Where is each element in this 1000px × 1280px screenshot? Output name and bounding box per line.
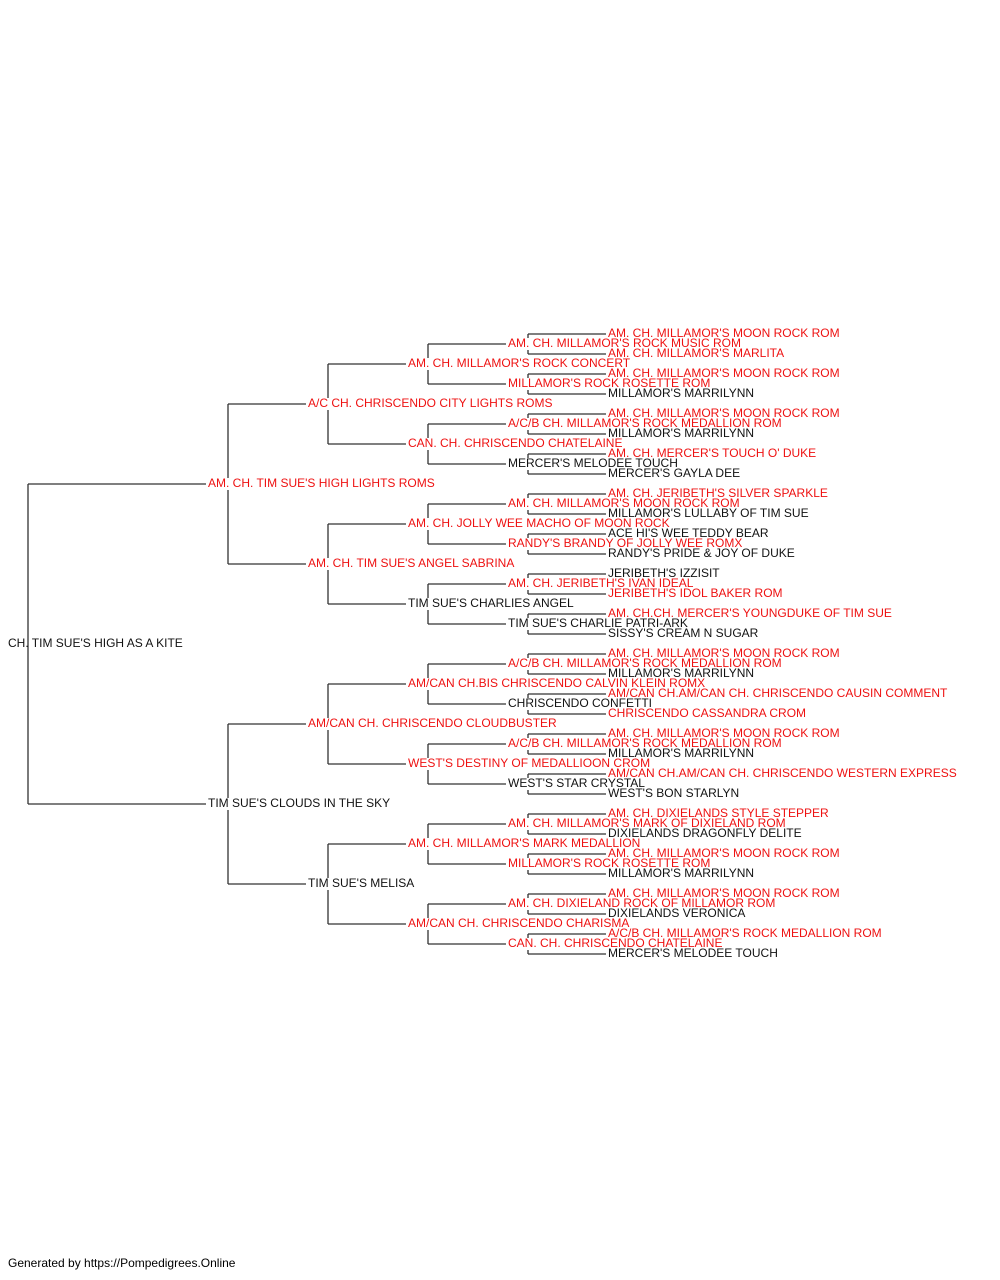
dog-name-gen4: WEST'S STAR CRYSTAL — [508, 776, 645, 790]
pedigree-labels: CH. TIM SUE'S HIGH AS A KITE AM. CH. TIM … — [8, 326, 957, 960]
dog-name-gen5: MERCER'S MELODEE TOUCH — [608, 946, 778, 960]
dog-name-gen4: AM. CH. MILLAMOR'S MARK OF DIXIELAND ROM — [508, 816, 786, 830]
dog-name-gen5: JERIBETH'S IDOL BAKER ROM — [608, 586, 783, 600]
dog-name-gen4: CHRISCENDO CONFETTI — [508, 696, 652, 710]
dog-name-gen4: AM. CH. MILLAMOR'S ROCK MUSIC ROM — [508, 336, 741, 350]
connector-lines — [27, 333, 606, 955]
dog-name-gen5: AM/CAN CH.AM/CAN CH. CHRISCENDO CAUSIN C… — [608, 686, 948, 700]
footer-credit: Generated by https://Pompedigrees.Online — [8, 1256, 236, 1270]
dog-name-gen5: MILLAMOR'S MARRILYNN — [608, 386, 754, 400]
dog-name-gen3: AM/CAN CH.BIS CHRISCENDO CALVIN KLEIN RO… — [408, 676, 705, 690]
dog-name-gen5: MILLAMOR'S MARRILYNN — [608, 866, 754, 880]
dog-name-gen5: MERCER'S GAYLA DEE — [608, 466, 740, 480]
dog-name-gen5: RANDY'S PRIDE & JOY OF DUKE — [608, 546, 795, 560]
dog-name-gen3: AM. CH. JOLLY WEE MACHO OF MOON ROCK — [408, 516, 670, 530]
dog-name-gen4: A/C/B CH. MILLAMOR'S ROCK MEDALLION ROM — [508, 736, 782, 750]
dog-name-gen5: CHRISCENDO CASSANDRA CROM — [608, 706, 806, 720]
dog-name-gen3: AM/CAN CH. CHRISCENDO CHARISMA — [408, 916, 629, 930]
dog-name-gen4: A/C/B CH. MILLAMOR'S ROCK MEDALLION ROM — [508, 656, 782, 670]
dog-name-gen2: AM. CH. TIM SUE'S ANGEL SABRINA — [308, 556, 514, 570]
dog-name-gen5: AM. CH. JERIBETH'S SILVER SPARKLE — [608, 486, 828, 500]
dog-name-gen5: AM. CH. MILLAMOR'S MARLITA — [608, 346, 784, 360]
dog-name-gen4: MERCER'S MELODEE TOUCH — [508, 456, 678, 470]
dog-name-gen2: AM/CAN CH. CHRISCENDO CLOUDBUSTER — [308, 716, 557, 730]
dog-name-gen5: DIXIELANDS VERONICA — [608, 906, 745, 920]
dog-name-gen3: AM. CH. MILLAMOR'S MARK MEDALLION — [408, 836, 640, 850]
dog-name-gen4: A/C/B CH. MILLAMOR'S ROCK MEDALLION ROM — [508, 416, 782, 430]
dog-name-gen5: SISSY'S CREAM N SUGAR — [608, 626, 759, 640]
dog-name-gen2: TIM SUE'S MELISA — [308, 876, 414, 890]
dog-name-gen4: AM. CH. JERIBETH'S IVAN IDEAL — [508, 576, 694, 590]
dog-name-gen4: CAN. CH. CHRISCENDO CHATELAINE — [508, 936, 722, 950]
dog-name-gen2: A/C CH. CHRISCENDO CITY LIGHTS ROMS — [308, 396, 552, 410]
dog-name-gen1: TIM SUE'S CLOUDS IN THE SKY — [208, 796, 390, 810]
dog-name-gen5: ACE HI'S WEE TEDDY BEAR — [608, 526, 769, 540]
dog-name-gen5: AM. CH. MILLAMOR'S MOON ROCK ROM — [608, 406, 840, 420]
dog-name-gen4: MILLAMOR'S ROCK ROSETTE ROM — [508, 376, 710, 390]
dog-name-gen3: TIM SUE'S CHARLIES ANGEL — [408, 596, 574, 610]
dog-name-gen5: JERIBETH'S IZZISIT — [608, 566, 720, 580]
dog-name-gen4: RANDY'S BRANDY OF JOLLY WEE ROMX — [508, 536, 742, 550]
dog-name-gen5: AM. CH. DIXIELANDS STYLE STEPPER — [608, 806, 829, 820]
dog-name-gen5: DIXIELANDS DRAGONFLY DELITE — [608, 826, 802, 840]
dog-name-gen3: CAN. CH. CHRISCENDO CHATELAINE — [408, 436, 622, 450]
dog-name-gen4: AM. CH. MILLAMOR'S MOON ROCK ROM — [508, 496, 740, 510]
dog-name-gen5: AM. CH. MILLAMOR'S MOON ROCK ROM — [608, 846, 840, 860]
dog-name-gen5: AM. CH. MILLAMOR'S MOON ROCK ROM — [608, 886, 840, 900]
dog-name-gen4: TIM SUE'S CHARLIE PATRI-ARK — [508, 616, 688, 630]
dog-name-gen3: AM. CH. MILLAMOR'S ROCK CONCERT — [408, 356, 631, 370]
dog-name-gen4: MILLAMOR'S ROCK ROSETTE ROM — [508, 856, 710, 870]
dog-name-gen5: MILLAMOR'S MARRILYNN — [608, 746, 754, 760]
dog-name-gen5: AM/CAN CH.AM/CAN CH. CHRISCENDO WESTERN … — [608, 766, 957, 780]
dog-name-gen5: AM. CH. MILLAMOR'S MOON ROCK ROM — [608, 726, 840, 740]
dog-name-gen5: AM. CH.CH. MERCER'S YOUNGDUKE OF TIM SUE — [608, 606, 892, 620]
dog-name-gen5: AM. CH. MILLAMOR'S MOON ROCK ROM — [608, 366, 840, 380]
dog-name-gen0: CH. TIM SUE'S HIGH AS A KITE — [8, 636, 183, 650]
dog-name-gen4: AM. CH. DIXIELAND ROCK OF MILLAMOR ROM — [508, 896, 775, 910]
dog-name-gen5: MILLAMOR'S MARRILYNN — [608, 426, 754, 440]
dog-name-gen3: WEST'S DESTINY OF MEDALLIOON CROM — [408, 756, 650, 770]
dog-name-gen5: MILLAMOR'S LULLABY OF TIM SUE — [608, 506, 809, 520]
dog-name-gen5: AM. CH. MILLAMOR'S MOON ROCK ROM — [608, 326, 840, 340]
dog-name-gen5: AM. CH. MERCER'S TOUCH O' DUKE — [608, 446, 816, 460]
dog-name-gen5: MILLAMOR'S MARRILYNN — [608, 666, 754, 680]
dog-name-gen5: AM. CH. MILLAMOR'S MOON ROCK ROM — [608, 646, 840, 660]
dog-name-gen5: WEST'S BON STARLYN — [608, 786, 739, 800]
dog-name-gen5: A/C/B CH. MILLAMOR'S ROCK MEDALLION ROM — [608, 926, 882, 940]
dog-name-gen1: AM. CH. TIM SUE'S HIGH LIGHTS ROMS — [208, 476, 435, 490]
